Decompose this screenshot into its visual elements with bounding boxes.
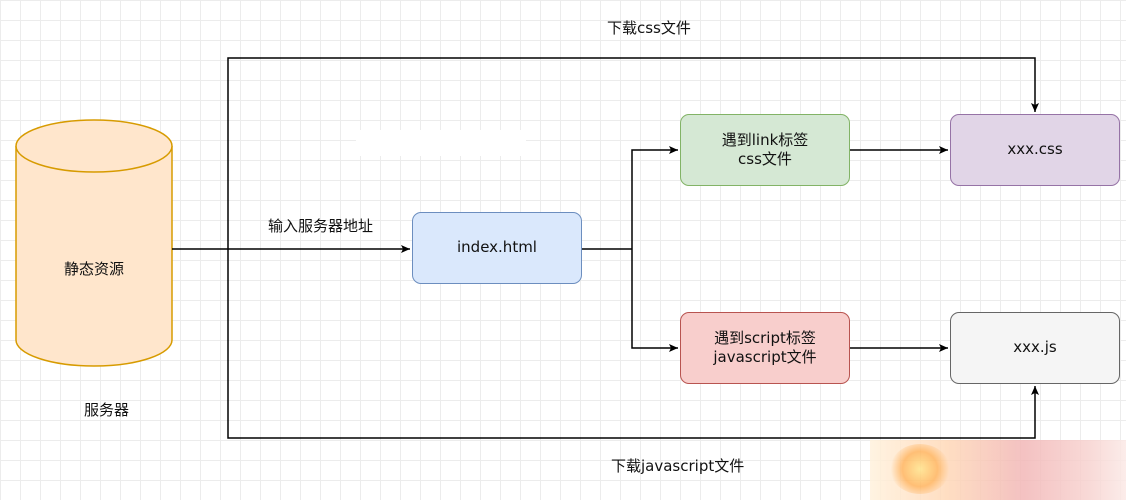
edge-index-to-script — [631, 249, 678, 352]
css-file-label: xxx.css — [1007, 140, 1063, 159]
watermark-logo — [870, 440, 1126, 500]
link-tag-line1: 遇到link标签 — [721, 130, 809, 149]
link-tag-node: 遇到link标签 css文件 — [680, 114, 850, 186]
edges — [172, 57, 1039, 439]
edge-download-js — [227, 249, 1039, 439]
redacted-area — [356, 130, 526, 156]
css-file-node: xxx.css — [950, 114, 1120, 186]
static-resources-label: 静态资源 — [63, 260, 124, 278]
server-caption: 服务器 — [84, 401, 130, 419]
index-html-label: index.html — [457, 238, 537, 257]
static-resources-cylinder — [15, 119, 173, 367]
download-javascript-label: 下载javascript文件 — [611, 457, 745, 475]
watermark-glow — [890, 444, 950, 494]
js-file-label: xxx.js — [1013, 338, 1057, 357]
script-tag-line2: javascript文件 — [713, 348, 817, 366]
link-tag-line2: css文件 — [738, 150, 792, 168]
script-tag-node: 遇到script标签 javascript文件 — [680, 312, 850, 384]
edge-index-to-link — [631, 146, 678, 249]
input-server-address-label: 输入服务器地址 — [268, 217, 374, 235]
edge-download-css — [227, 57, 1039, 249]
index-html-node: index.html — [412, 212, 582, 284]
download-css-label: 下载css文件 — [607, 19, 691, 37]
script-tag-line1: 遇到script标签 — [714, 328, 816, 347]
js-file-node: xxx.js — [950, 312, 1120, 384]
